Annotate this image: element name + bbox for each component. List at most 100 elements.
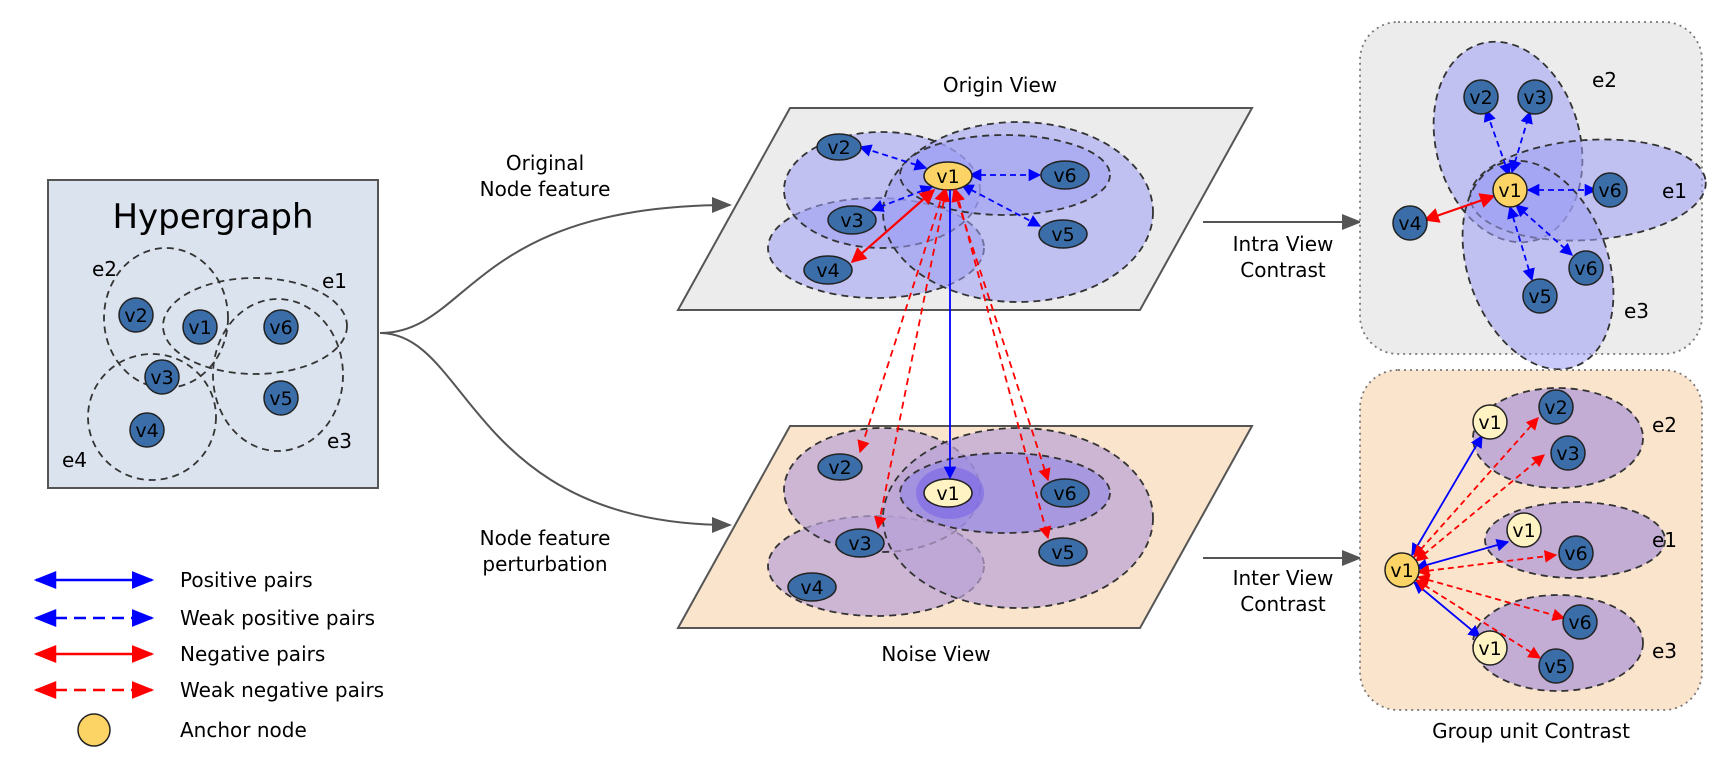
perturbation-label-line2: perturbation: [482, 552, 607, 576]
svg-text:v2: v2: [827, 137, 850, 159]
svg-text:v6: v6: [269, 317, 292, 339]
svg-text:Negative pairs: Negative pairs: [180, 642, 325, 666]
group-unit-caption: Group unit Contrast: [1432, 719, 1630, 743]
legend-anchor: Anchor node: [77, 713, 307, 747]
intra-view-panel: v2 v3 v1 v6 v4 v6 v5 e2 e1 e3: [1359, 21, 1707, 371]
svg-text:v1: v1: [188, 317, 211, 339]
svg-text:v6: v6: [1598, 180, 1621, 202]
svg-text:v5: v5: [1051, 224, 1074, 246]
intra-label-line2: Contrast: [1240, 258, 1326, 282]
inter-g1-v2: v2: [1538, 389, 1574, 425]
svg-text:v1: v1: [1512, 520, 1535, 542]
inter-g2-v1: v1: [1506, 512, 1542, 548]
inter-g1-v1: v1: [1472, 404, 1508, 440]
intra-label-line1: Intra View: [1233, 232, 1334, 256]
noise-node-v4: v4: [787, 572, 837, 602]
origin-node-v4: v4: [803, 255, 853, 285]
inter-g2-v6: v6: [1558, 535, 1594, 571]
feature-arrows: Original Node feature Node feature pertu…: [379, 151, 732, 576]
noise-node-v2: v2: [817, 453, 863, 481]
svg-text:v1: v1: [936, 483, 959, 505]
svg-text:v4: v4: [816, 260, 839, 282]
cross-view-arrows: [857, 188, 1052, 540]
svg-text:v1: v1: [1478, 412, 1501, 434]
inter-g3-v1: v1: [1472, 630, 1508, 666]
origin-node-v5: v5: [1038, 219, 1088, 249]
inter-edge-e2: e2: [1652, 413, 1677, 437]
hg-node-v1: v1: [182, 309, 218, 345]
svg-text:v2: v2: [124, 305, 147, 327]
svg-text:Weak positive pairs: Weak positive pairs: [180, 606, 375, 630]
origin-view-title: Origin View: [943, 73, 1057, 97]
svg-text:Anchor node: Anchor node: [180, 718, 307, 742]
svg-text:v3: v3: [150, 367, 173, 389]
origin-node-v1: v1: [923, 161, 973, 191]
hyperedge-label-e3: e3: [327, 429, 352, 453]
inter-g3-v6: v6: [1562, 604, 1598, 640]
svg-text:v5: v5: [1544, 656, 1567, 678]
svg-text:v1: v1: [936, 166, 959, 188]
svg-text:v2: v2: [1469, 87, 1492, 109]
noise-view-title: Noise View: [881, 642, 990, 666]
svg-text:v1: v1: [1498, 180, 1521, 202]
hg-node-v2: v2: [118, 297, 154, 333]
hyperedge-e3: [212, 298, 344, 452]
hg-node-v5: v5: [263, 380, 299, 416]
svg-text:v3: v3: [848, 533, 871, 555]
svg-text:v4: v4: [1398, 213, 1421, 235]
intra-node-v6: v6: [1592, 172, 1628, 208]
perturbation-label-line1: Node feature: [480, 526, 611, 550]
original-label-line1: Original: [506, 151, 584, 175]
origin-node-v2: v2: [816, 133, 862, 161]
origin-node-v6: v6: [1040, 160, 1090, 190]
noise-node-v5: v5: [1038, 537, 1088, 567]
intra-edge-e3: e3: [1624, 299, 1649, 323]
inter-g3-v5: v5: [1538, 648, 1574, 684]
inter-edge-e3: e3: [1652, 639, 1677, 663]
intra-node-v4: v4: [1392, 205, 1428, 241]
inter-label-line1: Inter View: [1233, 566, 1334, 590]
svg-text:v3: v3: [840, 210, 863, 232]
noise-view: v2 v1 v6 v3 v5 v4 Noise View: [676, 425, 1254, 666]
svg-text:v5: v5: [1051, 542, 1074, 564]
svg-text:v6: v6: [1574, 258, 1597, 280]
legend-weak-negative: Weak negative pairs: [33, 678, 384, 702]
origin-view: Origin View v2 v1 v6 v3 v5 v4: [676, 73, 1254, 311]
inter-anchor-v1: v1: [1384, 552, 1420, 588]
hyperedge-e2: [103, 247, 229, 389]
svg-text:v6: v6: [1568, 612, 1591, 634]
origin-node-v3: v3: [827, 205, 877, 235]
intra-edge-e1: e1: [1662, 179, 1687, 203]
svg-text:v2: v2: [1544, 397, 1567, 419]
hyperedge-e1: [162, 277, 348, 375]
svg-text:v6: v6: [1053, 165, 1076, 187]
intra-node-v5: v5: [1522, 278, 1558, 314]
hg-node-v3: v3: [144, 359, 180, 395]
intra-node-v6b: v6: [1568, 250, 1604, 286]
svg-text:Positive pairs: Positive pairs: [180, 568, 313, 592]
intra-node-v3: v3: [1517, 79, 1553, 115]
legend-positive: Positive pairs: [33, 568, 313, 592]
inter-label-line2: Contrast: [1240, 592, 1326, 616]
svg-text:v1: v1: [1390, 560, 1413, 582]
original-label-line2: Node feature: [480, 177, 611, 201]
noise-node-v6: v6: [1040, 478, 1090, 508]
noise-node-v1: v1: [923, 478, 973, 508]
svg-text:v3: v3: [1523, 87, 1546, 109]
hyperedge-label-e1: e1: [322, 269, 347, 293]
hypergraph-panel: Hypergraph e2 e1 e3 e4 v2 v1 v6 v3 v5 v4: [47, 179, 379, 489]
svg-text:v5: v5: [269, 388, 292, 410]
inter-edge-e1: e1: [1652, 528, 1677, 552]
svg-text:v1: v1: [1478, 638, 1501, 660]
hypergraph-title: Hypergraph: [112, 197, 313, 237]
svg-text:v5: v5: [1528, 286, 1551, 308]
intra-edge-e2: e2: [1592, 68, 1617, 92]
svg-text:v3: v3: [1556, 443, 1579, 465]
svg-text:Weak negative pairs: Weak negative pairs: [180, 678, 384, 702]
svg-text:v6: v6: [1564, 543, 1587, 565]
noise-node-v3: v3: [835, 528, 885, 558]
svg-text:v6: v6: [1053, 483, 1076, 505]
hyperedge-label-e2: e2: [92, 257, 117, 281]
intra-node-v1: v1: [1492, 172, 1528, 208]
